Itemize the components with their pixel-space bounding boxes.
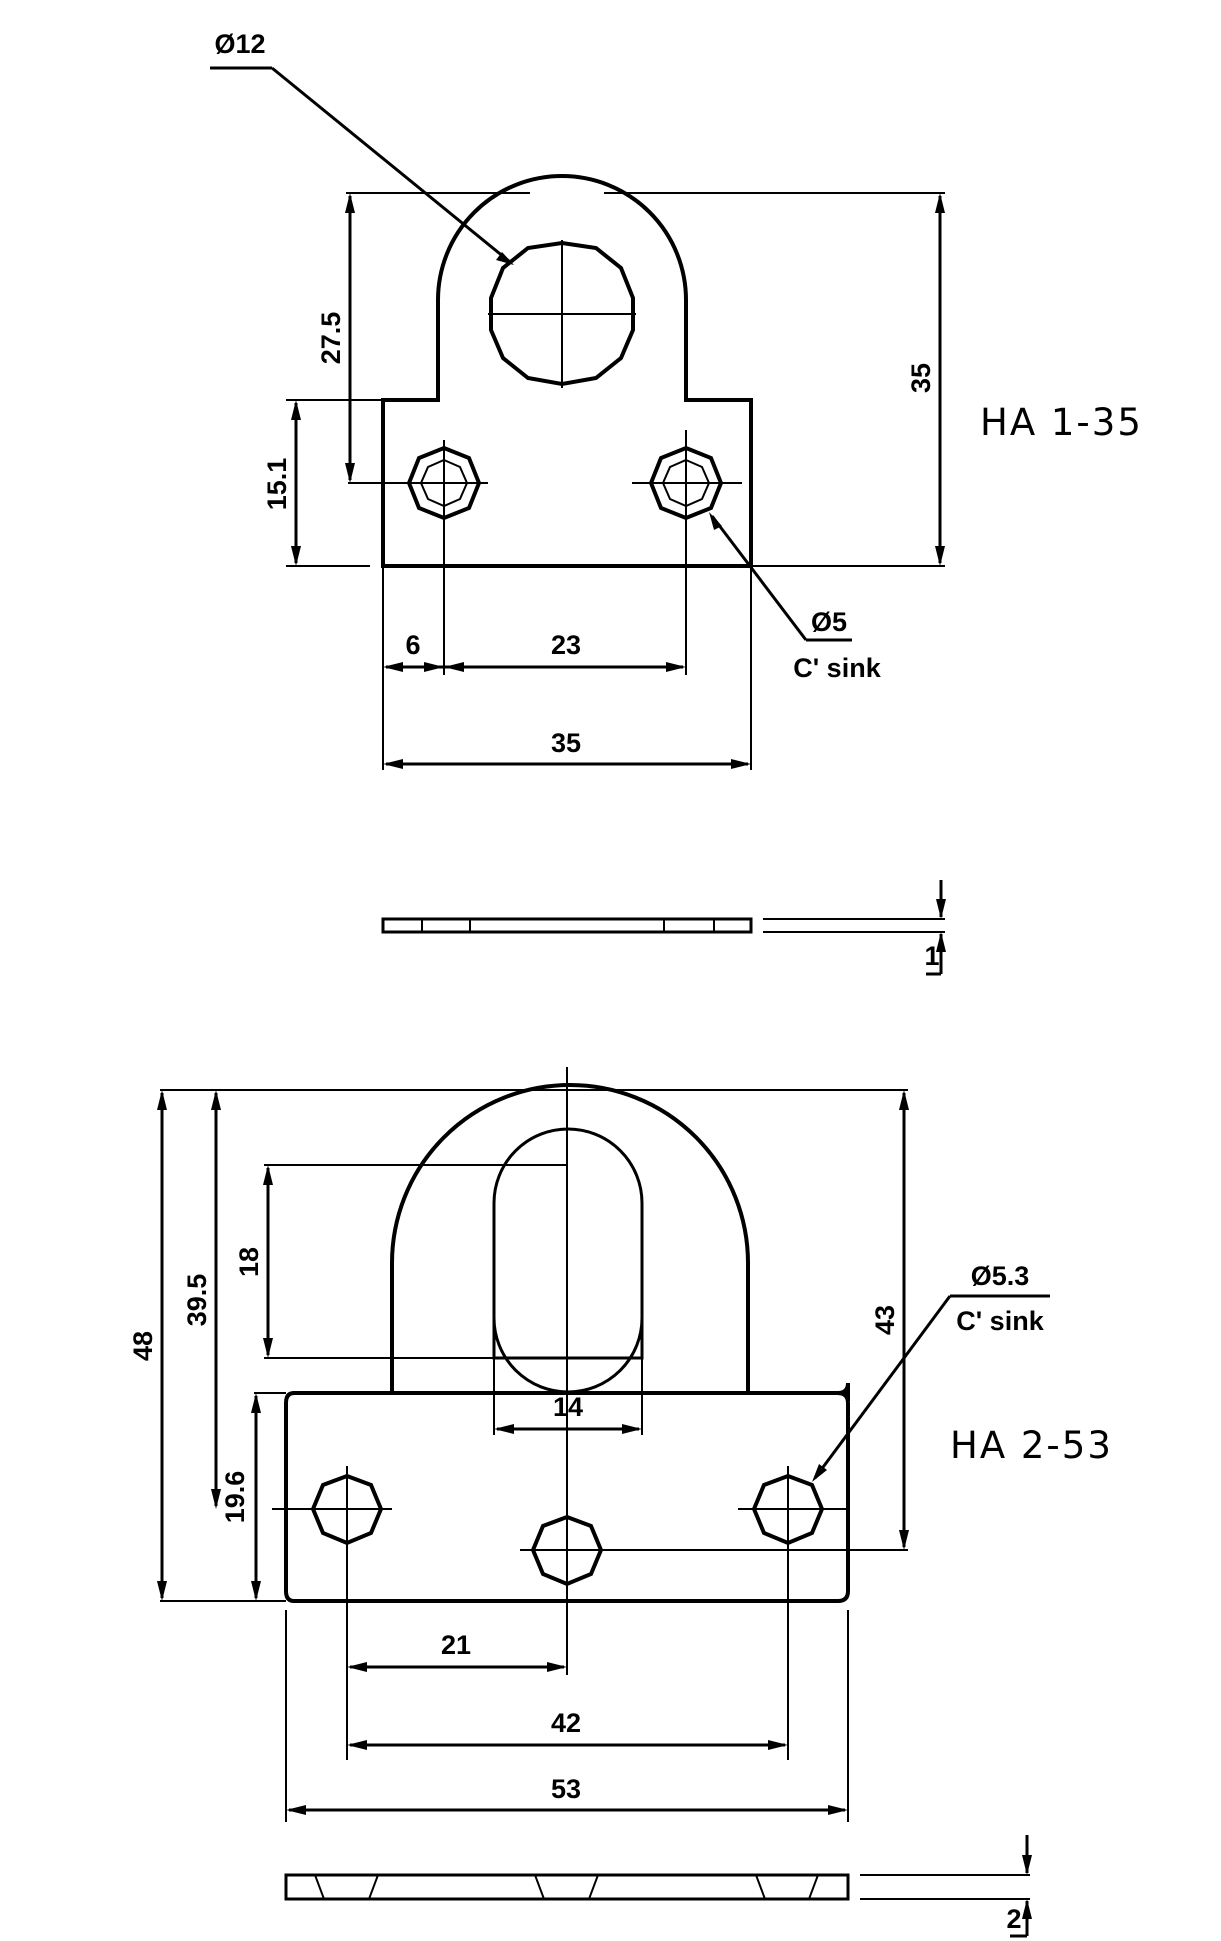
part2-dim-39-5: 39.5 [182,1274,212,1327]
part1-label: HA 1-35 [980,401,1143,444]
part1-side-view [381,917,753,934]
part2-side-view [284,1873,850,1901]
part2-label: HA 2-53 [950,1424,1113,1467]
part1-dim-27-5: 27.5 [316,312,346,365]
part2-hole-left [272,1466,392,1552]
part2-slot [492,1127,644,1360]
part2-dim-21: 21 [441,1630,471,1660]
part2-hole-center [520,1514,614,1587]
part2-dim-14: 14 [553,1392,583,1422]
part1-small-hole-left [348,440,488,526]
part1-dim-35-height: 35 [906,363,936,393]
part1-dim-15-1: 15.1 [262,458,292,511]
part1-hole-small-note: C' sink [793,653,881,683]
part2-dim-18: 18 [234,1247,264,1277]
part2-hole-small-label: Ø5.3 [971,1261,1030,1291]
part1-dim-23: 23 [551,630,581,660]
part2-dim-thickness: 2 [1006,1904,1021,1934]
part1-dim-thickness: 1 [924,941,939,971]
part-ha1-35: 27.5 15.1 35 Ø12 Ø5 C' sink 6 23 35 [210,29,1143,976]
part2-hole-right [738,1466,846,1552]
part-ha2-53: 48 39.5 18 19.6 43 Ø5.3 C' sink 14 [128,1067,1113,1938]
part2-dim-42: 42 [551,1708,581,1738]
part2-dim-43: 43 [870,1305,900,1335]
part1-dim-6: 6 [405,630,420,660]
part2-dim-53: 53 [551,1774,581,1804]
part1-hole-large-label: Ø12 [214,29,265,59]
part1-dim-35-width: 35 [551,728,581,758]
part2-dim-19-6: 19.6 [220,1471,250,1524]
part2-dim-48: 48 [128,1331,158,1361]
part2-hole-small-note: C' sink [956,1306,1044,1336]
part1-outline [381,174,753,568]
part1-hole-small-label: Ø5 [811,607,847,637]
part1-small-hole-right [632,430,742,526]
